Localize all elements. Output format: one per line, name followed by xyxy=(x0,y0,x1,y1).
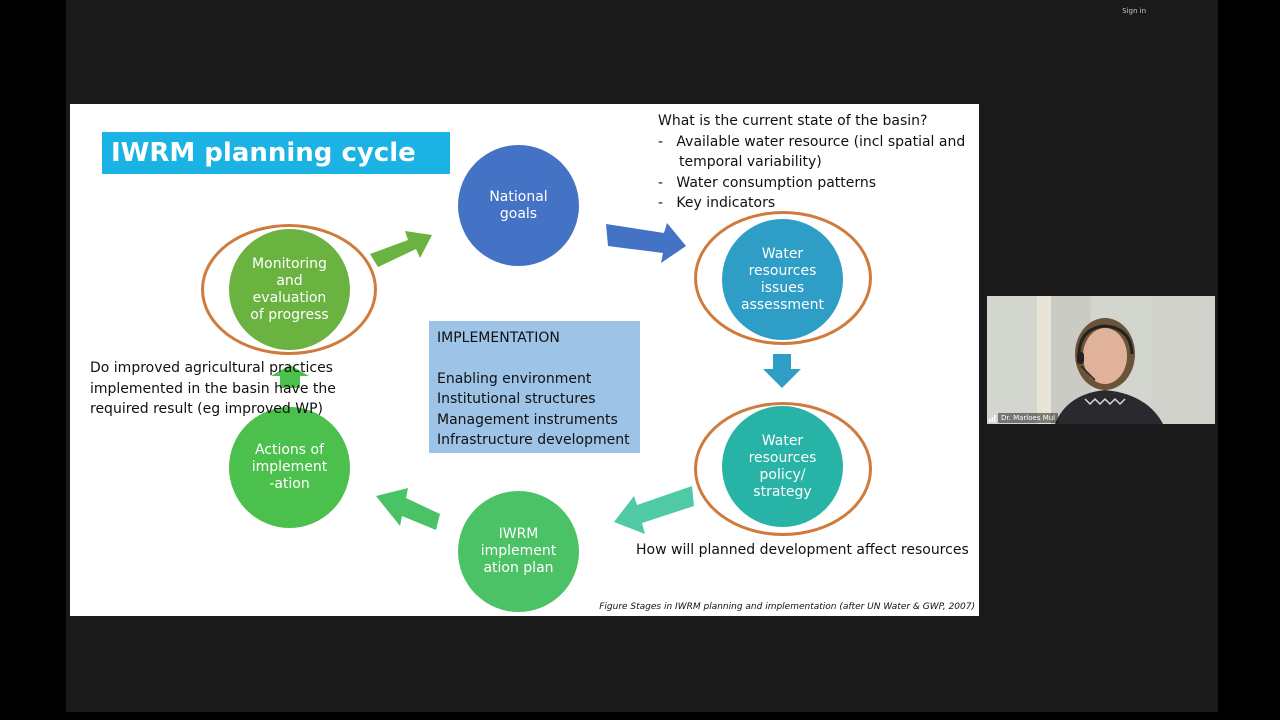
assessment-highlight-ring xyxy=(694,211,872,345)
question-item: - Available water resource (incl spatial… xyxy=(658,133,966,171)
shared-slide: IWRM planning cycle National goals Water… xyxy=(70,104,979,616)
monitoring-highlight-ring xyxy=(201,224,377,355)
arrow-monitoring-to-goals-icon xyxy=(370,231,432,267)
implementation-title: IMPLEMENTATION xyxy=(437,330,560,346)
arrow-assessment-to-policy-icon xyxy=(763,354,801,388)
implementation-item: Infrastructure development xyxy=(437,432,630,448)
agricultural-practices-question: Do improved agricultural practices imple… xyxy=(90,360,336,417)
water-resources-policy-circle: Water resources policy/ strategy xyxy=(722,406,843,527)
implementation-box: IMPLEMENTATION Enabling environment Inst… xyxy=(429,321,640,453)
implementation-item: Management instruments xyxy=(437,411,618,428)
iwrm-plan-circle: IWRM implement ation plan xyxy=(458,491,579,612)
national-goals-circle: National goals xyxy=(458,145,579,266)
participant-video-frame xyxy=(987,296,1215,424)
question-item: - Water consumption patterns xyxy=(658,174,877,191)
participant-video-tile[interactable]: Dr. Marloes Mul xyxy=(987,296,1215,424)
question-item: - Key indicators xyxy=(658,195,776,211)
actions-circle: Actions of implement -ation xyxy=(229,407,350,528)
signal-strength-icon xyxy=(989,415,996,422)
implementation-item: Enabling environment xyxy=(437,370,592,387)
planned-development-question: How will planned development affect reso… xyxy=(636,542,969,558)
participant-name-label: Dr. Marloes Mul xyxy=(998,413,1059,423)
figure-caption: Figure Stages in IWRM planning and imple… xyxy=(599,602,975,612)
policy-highlight-ring xyxy=(694,402,872,536)
arrow-policy-to-plan-icon xyxy=(614,486,694,534)
basin-state-question: What is the current state of the basin? … xyxy=(658,111,978,214)
arrow-goals-to-assessment-icon xyxy=(606,223,686,263)
arrow-actions-to-monitoring-icon xyxy=(271,365,309,388)
implementation-item: Institutional structures xyxy=(437,391,596,407)
basin-state-heading: What is the current state of the basin? xyxy=(658,113,928,129)
monitoring-circle: Monitoring and evaluation of progress xyxy=(229,229,350,350)
arrow-plan-to-actions-icon xyxy=(376,488,440,530)
water-resources-assessment-circle: Water resources issues assessment xyxy=(722,219,843,340)
sign-in-link[interactable]: Sign in xyxy=(1122,7,1146,15)
slide-title: IWRM planning cycle xyxy=(102,132,450,174)
